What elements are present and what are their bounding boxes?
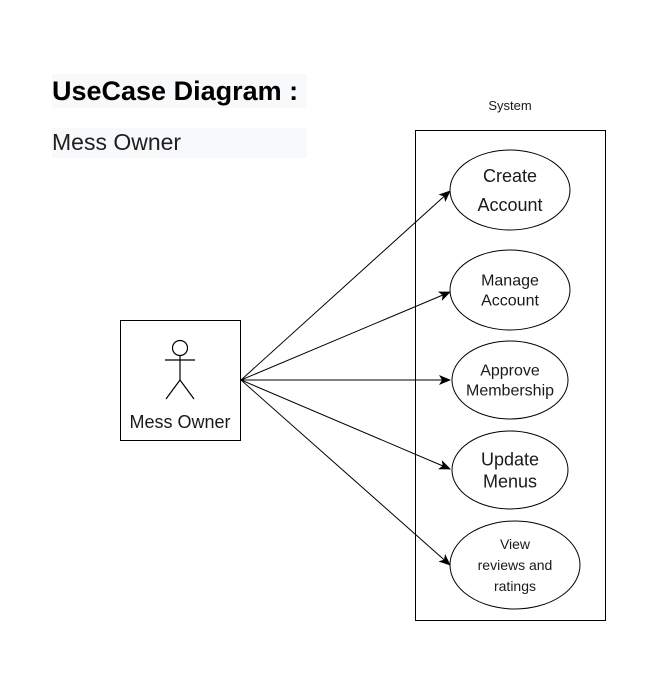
system-boundary xyxy=(415,130,606,621)
use-case-5: View reviews and ratings xyxy=(449,520,581,610)
use-case-ellipse xyxy=(449,149,571,231)
use-case-label: ratings xyxy=(494,578,536,594)
association-arrow xyxy=(240,190,451,381)
use-case-label: Manage xyxy=(481,273,539,290)
use-case-label: Membership xyxy=(466,383,554,400)
actor-label: Mess Owner xyxy=(129,412,230,432)
association-lines xyxy=(240,190,451,566)
use-case-label: Create xyxy=(483,166,537,186)
use-case-ellipse xyxy=(449,249,571,331)
use-case-ellipse xyxy=(449,520,581,610)
system-label: System xyxy=(488,98,531,113)
association-arrow xyxy=(240,291,451,381)
association-arrow xyxy=(240,379,451,566)
use-case-ellipse xyxy=(451,430,569,510)
stick-figure-icon xyxy=(165,339,195,400)
use-case-label: View xyxy=(500,536,531,552)
diagram-title: UseCase Diagram : xyxy=(52,74,307,108)
use-case-label: Update xyxy=(481,449,539,469)
use-case-ellipse xyxy=(451,340,569,420)
association-arrow xyxy=(240,379,451,470)
diagram-subtitle: Mess Owner xyxy=(52,128,307,158)
use-case-label: Account xyxy=(481,293,539,310)
use-case-label: Account xyxy=(477,195,542,215)
use-cases: CreateAccountManageAccountApproveMembers… xyxy=(449,149,581,610)
use-case-label: Approve xyxy=(480,363,540,380)
actor-box xyxy=(120,320,241,441)
use-case-label: reviews and xyxy=(478,557,553,573)
use-case-label: Menus xyxy=(483,471,537,491)
